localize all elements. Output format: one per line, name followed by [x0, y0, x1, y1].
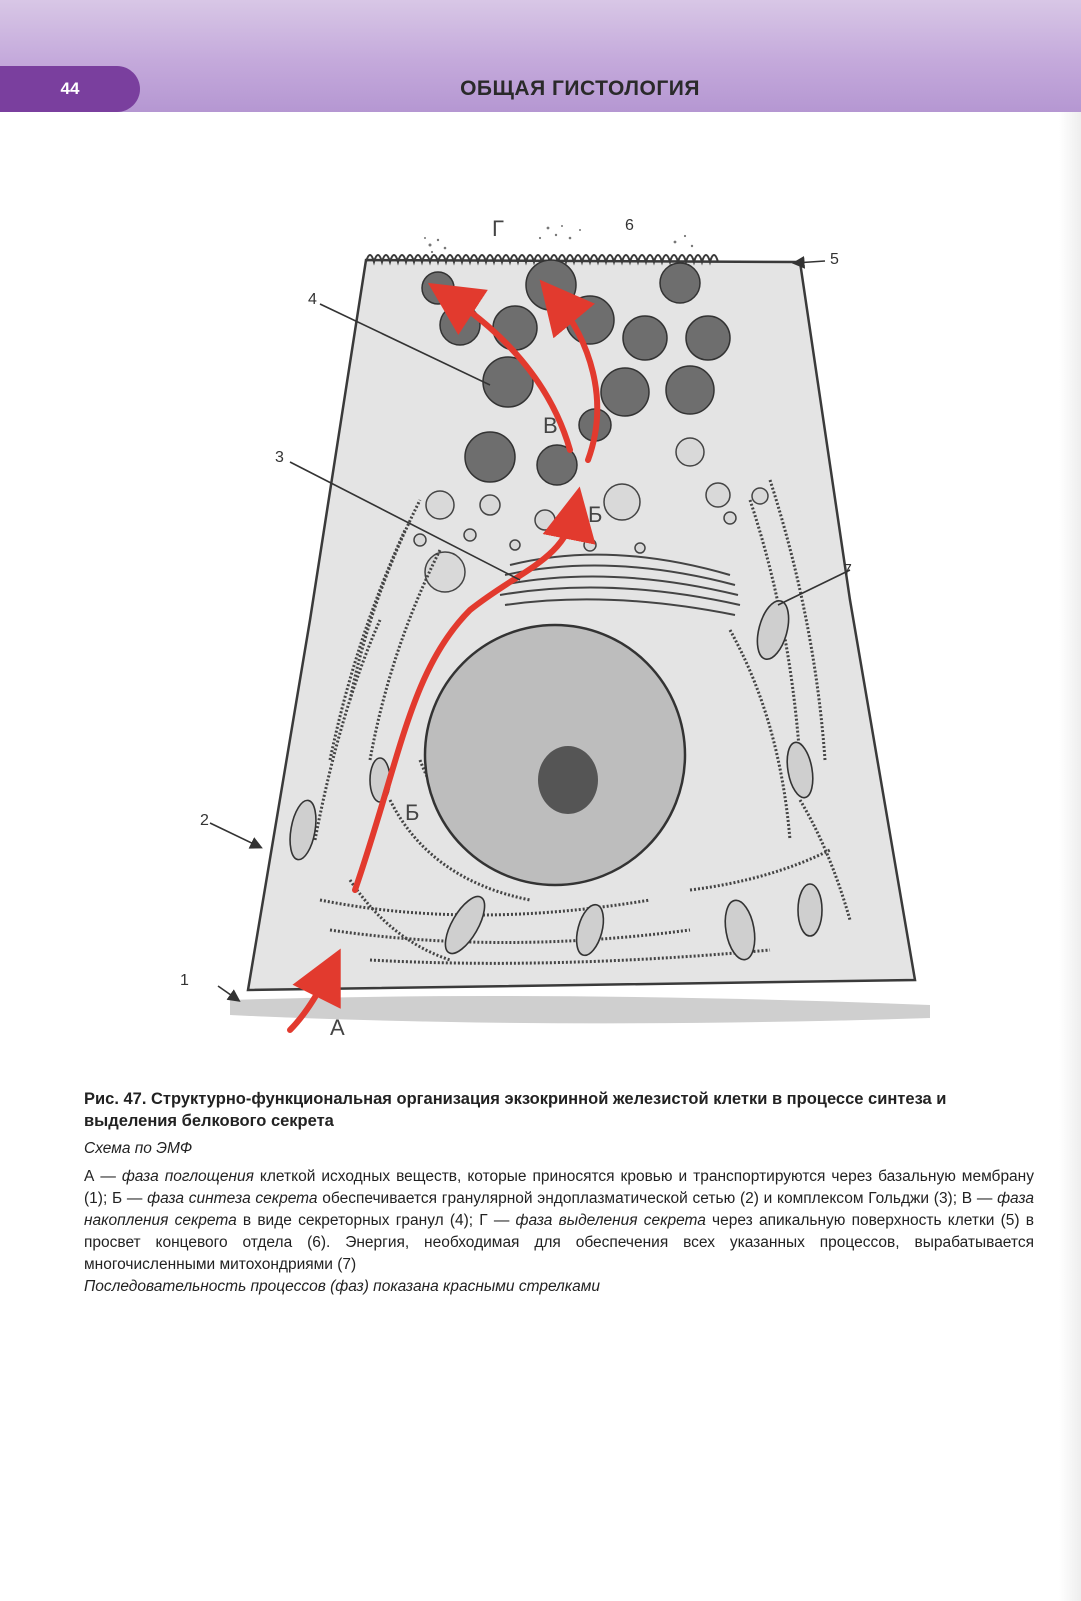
- desc-v-phase: фаза накопления секрета: [84, 1190, 1034, 1229]
- figure-subtitle: Схема по ЭМФ: [84, 1140, 193, 1157]
- desc-v-prefix: В —: [961, 1190, 998, 1207]
- phase-label-b-lower: Б: [405, 800, 419, 825]
- desc-b-phase: фаза синтеза секрета: [147, 1190, 318, 1207]
- figure-note: Последовательность процессов (фаз) показ…: [84, 1278, 600, 1295]
- cell-diagram: 1 2 3 4 5 6 7 А Б Б В Г: [180, 216, 930, 1040]
- mitochondria: [289, 599, 823, 961]
- desc-a-text: клеткой исходных веществ, которые принос…: [84, 1168, 1034, 1207]
- label-3: 3: [275, 449, 284, 466]
- desc-a-prefix: А —: [84, 1168, 122, 1185]
- phase-label-b-upper: Б: [588, 502, 602, 527]
- header-band: [0, 0, 1081, 112]
- desc-g-text: через апикальную поверхность клетки (5) …: [84, 1212, 1034, 1273]
- page-edge-shadow: [1059, 112, 1081, 1601]
- nucleolus: [538, 746, 598, 814]
- label-6: 6: [625, 217, 634, 234]
- phase-label-v: В: [543, 413, 558, 438]
- condensing-vacuoles: [413, 437, 769, 593]
- phase-arrows: [287, 279, 601, 1033]
- label-2: 2: [200, 812, 209, 829]
- leader-lines: [209, 255, 851, 1002]
- phase-label-a: А: [330, 1015, 345, 1040]
- page-number: 44: [0, 66, 140, 112]
- desc-g-phase: фаза выделения секрета: [515, 1212, 706, 1229]
- basement-membrane: [230, 996, 930, 1024]
- label-4: 4: [308, 291, 317, 308]
- desc-b-text: обеспечивается гранулярной эндоплазматич…: [317, 1190, 962, 1207]
- desc-a-phase: фаза поглощения: [121, 1168, 254, 1185]
- desc-v-text: в виде секреторных гранул (4);: [236, 1212, 480, 1229]
- label-7: 7: [843, 562, 852, 579]
- label-5: 5: [830, 251, 839, 268]
- secreted-material: [424, 225, 694, 254]
- figure-title: Рис. 47. Структурно-функциональная орган…: [84, 1090, 947, 1130]
- running-title: ОБЩАЯ ГИСТОЛОГИЯ: [460, 77, 700, 100]
- desc-g-prefix: Г —: [479, 1212, 516, 1229]
- phase-label-g: Г: [492, 216, 504, 241]
- desc-b-prefix: Б —: [112, 1190, 148, 1207]
- label-1: 1: [180, 972, 189, 989]
- figure-description: А — фаза поглощения клеткой исходных вещ…: [84, 1166, 1034, 1276]
- figure-caption: Рис. 47. Структурно-функциональная орган…: [84, 1088, 1034, 1298]
